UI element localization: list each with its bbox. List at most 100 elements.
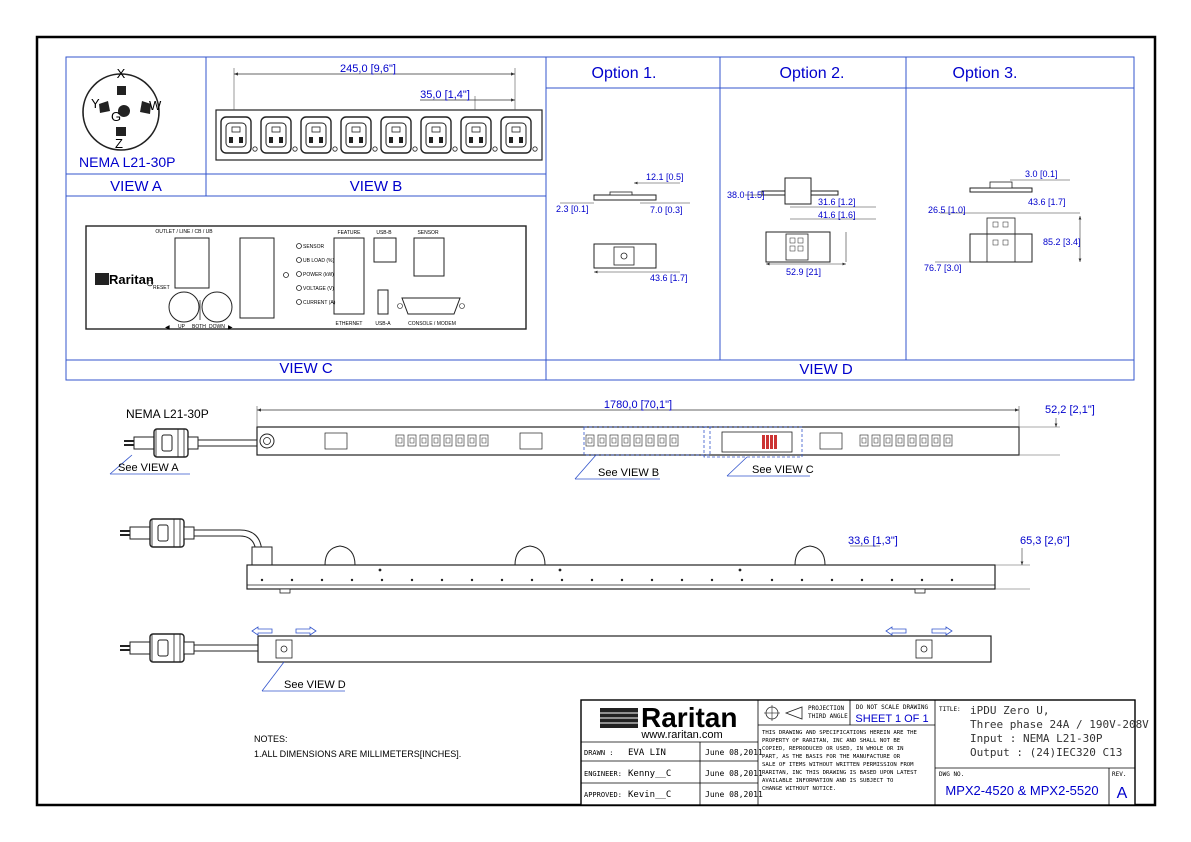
company-url: www.raritan.com <box>640 729 722 741</box>
c13-outlet <box>300 116 338 154</box>
dimension-label: 3.0 [0.1] <box>1025 169 1058 179</box>
company-name: Raritan <box>641 702 737 733</box>
mini-outlet <box>621 434 631 447</box>
mini-outlet <box>895 434 905 447</box>
pdu-top-view: NEMA L21-30P 1780,0 [70,1"] 52,2 [2,1"] <box>123 399 1095 458</box>
mount-hole <box>740 578 744 582</box>
mount-hole <box>290 578 294 582</box>
mount-hole <box>680 578 684 582</box>
mini-outlet <box>609 434 619 447</box>
mount-hole <box>800 578 804 582</box>
disclaimer-line: CHANGE WITHOUT NOTICE. <box>762 786 836 792</box>
indicator-led <box>296 271 302 277</box>
dimension-label: 41.6 [1.6] <box>818 210 856 220</box>
mini-outlet <box>431 434 441 447</box>
nav-down: DOWN <box>209 324 225 330</box>
port-console: CONSOLE / MODEM <box>408 321 456 327</box>
indicator-label: VOLTAGE (V) <box>303 286 334 292</box>
breaker-block <box>819 432 843 450</box>
callouts: See VIEW A See VIEW B See VIEW C See VIE… <box>109 454 814 692</box>
indicator-label: POWER (kW) <box>303 272 334 278</box>
mount-hole <box>350 578 354 582</box>
c13-outlet <box>380 116 418 154</box>
title-line: iPDU Zero U, <box>970 704 1049 717</box>
option-2-title: Option 2. <box>780 65 845 82</box>
mount-hole <box>560 578 564 582</box>
dimension-label: 52.9 [21] <box>786 267 821 277</box>
nav-up: UP <box>178 324 186 330</box>
view-c-caption: VIEW C <box>279 360 333 377</box>
title-label: TITLE: <box>939 706 961 713</box>
mini-outlet <box>395 434 405 447</box>
mount-hole <box>920 578 924 582</box>
notes-title: NOTES: <box>254 734 288 744</box>
mini-outlet <box>871 434 881 447</box>
mini-outlet <box>467 434 477 447</box>
dimension-label: 7.0 [0.3] <box>650 205 683 215</box>
mini-outlet <box>407 434 417 447</box>
drawn-date: June 08,2011 <box>705 748 763 757</box>
indicator-led <box>296 299 302 305</box>
disclaimer-line: COPIED, REPRODUCED OR USED, IN WHOLE OR … <box>762 746 903 752</box>
mount-hole <box>770 578 774 582</box>
dimension-label: 2.3 [0.1] <box>556 204 589 214</box>
dwg-number: MPX2-4520 & MPX2-5520 <box>945 783 1098 798</box>
main-plug-label: NEMA L21-30P <box>126 407 209 421</box>
mount-hole <box>500 578 504 582</box>
approved-label: APPROVED: <box>584 791 622 799</box>
dim-pitch: 35,0 [1,4"] <box>420 89 470 101</box>
mount-hole <box>950 578 954 582</box>
title-lines: iPDU Zero U,Three phase 24A / 190V-208VI… <box>970 704 1149 759</box>
dim-length: 1780,0 [70,1"] <box>604 399 672 411</box>
dimension-label: 12.1 [0.5] <box>646 172 684 182</box>
engineer-label: ENGINEER: <box>584 770 622 778</box>
brand-logo: Raritan <box>95 272 154 287</box>
engineer-name: Kenny__C <box>628 769 671 779</box>
drawn-name: EVA LIN <box>628 748 666 758</box>
projection-label: PROJECTION <box>808 705 845 712</box>
mini-outlet <box>633 434 643 447</box>
pin-z-label: Z <box>115 136 123 151</box>
c13-outlet <box>460 116 498 154</box>
engineer-date: June 08,2011 <box>705 769 763 778</box>
option-1-title: Option 1. <box>592 65 657 82</box>
indicator-label: UB LOAD (%) <box>303 258 334 264</box>
disclaimer-line: AVAILABLE INFORMATION AND IS SUBJECT TO <box>762 778 894 784</box>
mount-hole <box>650 578 654 582</box>
indicator-label: CURRENT (A) <box>303 300 336 306</box>
dimension-label: 38.0 [1.5] <box>727 190 765 200</box>
sheet-label: SHEET 1 OF 1 <box>855 713 928 725</box>
c13-outlet <box>220 116 258 154</box>
reset-label: RESET <box>153 285 170 291</box>
indicator-led <box>296 285 302 291</box>
indicator-led <box>296 243 302 249</box>
view-frame-lines <box>66 57 1134 380</box>
disclaimer-line: SALE OF ITEMS WITHOUT WRITTEN PERMISSION… <box>762 762 914 768</box>
mini-outlet <box>443 434 453 447</box>
mount-hole <box>440 578 444 582</box>
view-b: 245,0 [9,6"] 35,0 [1,4"] VIEW B <box>215 63 543 195</box>
mini-outlet <box>859 434 869 447</box>
third-angle-label: THIRD ANGLE <box>808 713 848 720</box>
svg-text:▶: ▶ <box>228 325 233 331</box>
mount-hole <box>470 578 474 582</box>
view-a: X Y W G Z NEMA L21-30P VIEW A <box>79 66 176 195</box>
outlet-row <box>220 116 538 154</box>
dimension-label: 31.6 [1.2] <box>818 197 856 207</box>
mini-outlet <box>907 434 917 447</box>
pin-y-label: Y <box>91 96 100 111</box>
mini-outlet <box>657 434 667 447</box>
mini-outlet <box>645 434 655 447</box>
dwg-label: DWG NO. <box>939 771 964 778</box>
port-usb-a: USB-A <box>375 321 391 327</box>
mini-outlet <box>479 434 489 447</box>
title-line: Three phase 24A / 190V-208V <box>970 718 1149 731</box>
rev-label: REV. <box>1112 771 1126 778</box>
c13-outlet <box>500 116 538 154</box>
side-view-holes <box>260 568 954 582</box>
top-view-outlets <box>324 432 953 450</box>
view-d: Option 1. Option 2. Option 3. 12.1 [0.5]… <box>556 65 1082 378</box>
drawn-label: DRAWN : <box>584 749 614 757</box>
pin-g-label: G <box>111 109 121 124</box>
